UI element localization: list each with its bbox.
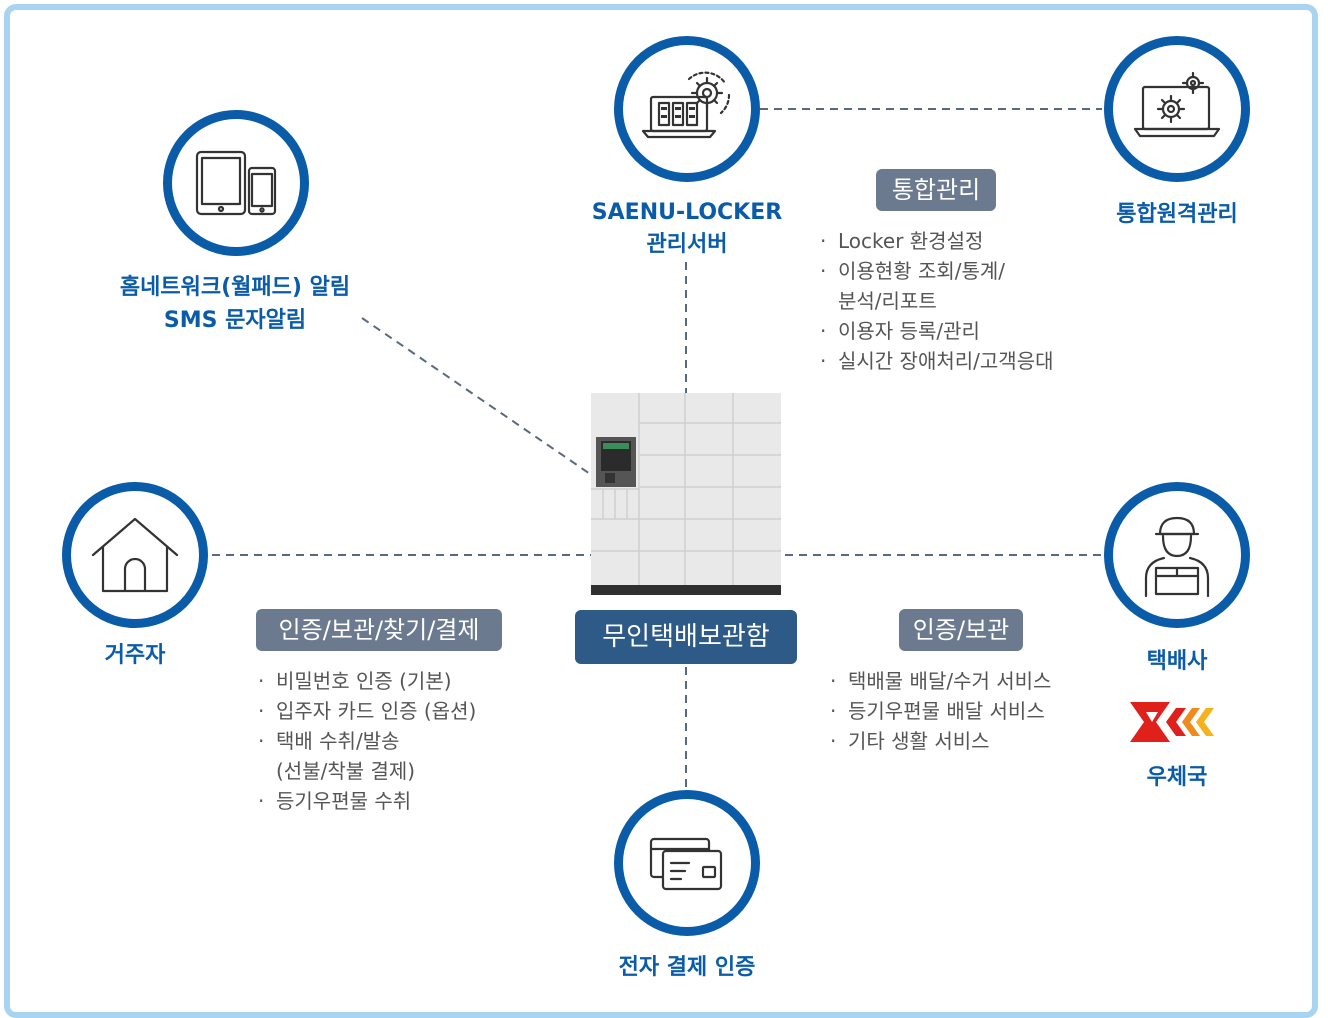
resident-list: ·비밀번호 인증 (기본) ·입주자 카드 인증 (옵션) ·택배 수취/발송 … — [258, 666, 476, 816]
list-item: ·Locker 환경설정 — [820, 229, 984, 253]
list-item: ·입주자 카드 인증 (옵션) — [258, 699, 477, 723]
homenet-line2: SMS 문자알림 — [163, 308, 307, 333]
list-item: ·기타 생활 서비스 — [830, 729, 990, 753]
server-title: SAENU-LOCKER — [591, 200, 783, 225]
courier-title: 택배사 — [1146, 649, 1208, 674]
list-item: ·실시간 장애처리/고객응대 — [820, 349, 1054, 373]
tag-unmanned-locker: 무인택배보관함 — [575, 610, 797, 664]
homenet-node — [163, 110, 309, 256]
tag-courier-services: 인증/보관 — [899, 609, 1023, 651]
post-title: 우체국 — [1146, 765, 1208, 790]
remote-title: 통합원격관리 — [1116, 202, 1238, 227]
courier-list: ·택배물 배달/수거 서비스 ·등기우편물 배달 서비스 ·기타 생활 서비스 — [830, 666, 1051, 756]
courier-node — [1104, 482, 1250, 628]
list-item: ·이용자 등록/관리 — [820, 319, 980, 343]
list-item: (선불/착불 결제) — [276, 759, 416, 783]
remote-node — [1104, 36, 1250, 182]
locker-image — [591, 393, 781, 595]
list-item: ·등기우편물 수취 — [258, 789, 412, 813]
list-item: ·택배물 배달/수거 서비스 — [830, 669, 1052, 693]
resident-node — [62, 482, 208, 628]
resident-title: 거주자 — [104, 643, 166, 668]
payment-title: 전자 결제 인증 — [618, 955, 756, 980]
credit-card-icon — [649, 837, 723, 891]
homenet-line1: 홈네트워크(월패드) 알림 — [119, 275, 351, 300]
laptop-gear-icon — [1133, 71, 1221, 138]
list-item: ·등기우편물 배달 서비스 — [830, 699, 1045, 723]
server-subtitle: 관리서버 — [646, 232, 728, 257]
connector-homenet-locker — [361, 317, 597, 479]
tag-integrated-management: 통합관리 — [876, 169, 996, 211]
tablet-phone-icon — [195, 150, 277, 216]
house-icon — [91, 517, 179, 593]
server-node — [614, 36, 760, 182]
list-item: ·택배 수취/발송 — [258, 729, 400, 753]
list-item: 분석/리포트 — [838, 289, 937, 313]
tag-resident-services: 인증/보관/찾기/결제 — [256, 609, 502, 651]
post-office-logo — [1130, 702, 1214, 742]
laptop-server-icon — [641, 71, 731, 139]
list-item: ·비밀번호 인증 (기본) — [258, 669, 452, 693]
delivery-person-icon — [1144, 516, 1210, 598]
list-item: ·이용현황 조회/통계/ — [820, 259, 1006, 283]
integrated-list: ·Locker 환경설정 ·이용현황 조회/통계/ 분석/리포트 ·이용자 등록… — [820, 226, 1054, 376]
payment-node — [614, 790, 760, 936]
